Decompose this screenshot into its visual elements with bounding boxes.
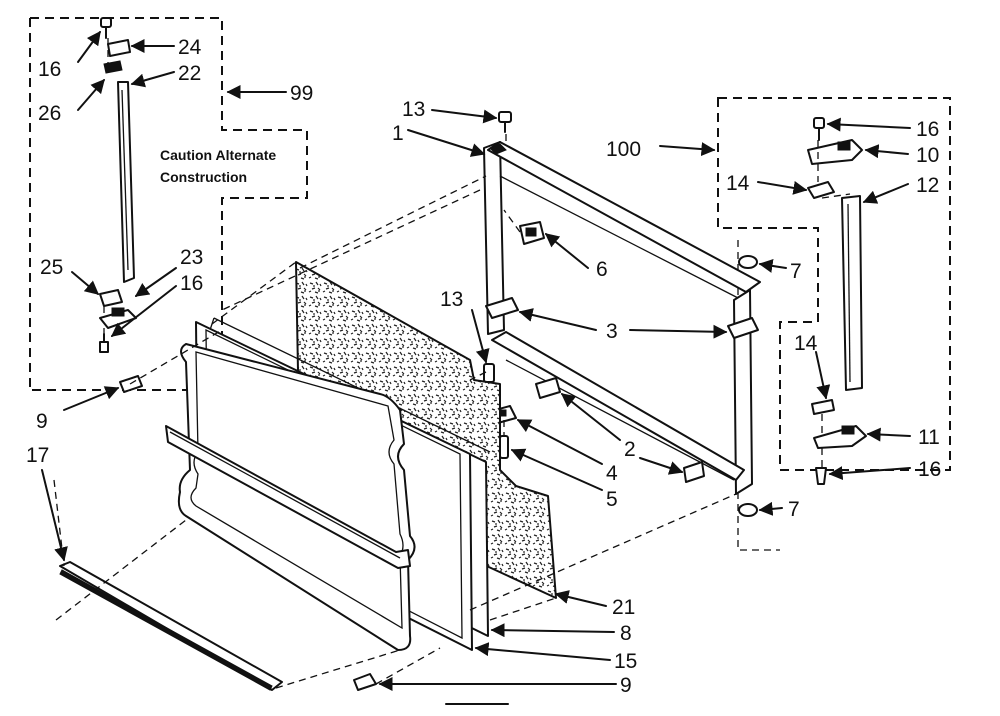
stop-2-upper xyxy=(535,377,561,399)
callout-14-top: 14 xyxy=(726,172,750,195)
callout-9-left: 9 xyxy=(36,410,48,433)
callout-9-bottom: 9 xyxy=(620,674,632,697)
callout-16-mid-left: 16 xyxy=(180,272,203,295)
shim-14-bottom xyxy=(811,399,835,415)
left-hinge-bar xyxy=(117,81,135,283)
plug-7-bottom xyxy=(738,503,758,517)
callout-22: 22 xyxy=(178,62,201,85)
screw-5 xyxy=(499,435,509,459)
callout-13-mid: 13 xyxy=(440,288,463,311)
callout-13-top: 13 xyxy=(402,98,425,121)
alignment-lines xyxy=(53,38,851,689)
callout-10: 10 xyxy=(916,144,939,167)
caution-note-line1: Caution Alternate xyxy=(160,147,276,163)
screw-16-top-left xyxy=(100,17,112,39)
alternate-construction-box xyxy=(29,17,308,391)
hinge-assembly-box xyxy=(717,97,951,551)
callout-16-top-left: 16 xyxy=(38,58,61,81)
spacer-26 xyxy=(103,60,123,74)
door-liner xyxy=(165,343,416,651)
screw-16-top-right xyxy=(813,117,825,141)
callout-12: 12 xyxy=(916,174,939,197)
callout-1: 1 xyxy=(392,122,404,145)
caution-note: Caution Alternate Construction xyxy=(160,147,276,185)
callout-7-top: 7 xyxy=(790,260,802,283)
callout-11: 11 xyxy=(918,426,940,449)
callout-16-bottom-right: 16 xyxy=(918,458,941,481)
callout-2: 2 xyxy=(624,438,636,461)
callout-23: 23 xyxy=(180,246,203,269)
callout-14-bottom: 14 xyxy=(794,332,818,355)
bottom-hinge-11 xyxy=(813,425,867,449)
callout-21: 21 xyxy=(612,596,635,619)
hinge-bar-12 xyxy=(841,195,863,391)
callout-5: 5 xyxy=(606,488,618,511)
callout-99: 99 xyxy=(290,82,313,105)
screw-16-bottom-right xyxy=(815,467,827,485)
bracket-3-left xyxy=(485,297,519,319)
screw-16-mid-left xyxy=(99,333,109,353)
bottom-trim-17 xyxy=(59,561,283,691)
leader-arrows xyxy=(41,30,911,691)
top-hinge-10 xyxy=(807,139,863,165)
callout-100: 100 xyxy=(606,138,641,161)
hinge-part-24 xyxy=(107,39,131,57)
callout-17: 17 xyxy=(26,444,49,467)
bracket-25 xyxy=(99,289,123,307)
callout-6: 6 xyxy=(596,258,608,281)
callout-7-bottom: 7 xyxy=(788,498,800,521)
caution-note-line2: Construction xyxy=(160,169,247,185)
stop-2-lower xyxy=(683,461,705,483)
cam-6 xyxy=(519,221,545,245)
door-frame-1 xyxy=(483,141,761,495)
callout-4: 4 xyxy=(606,462,618,485)
callout-3: 3 xyxy=(606,320,618,343)
callout-8: 8 xyxy=(620,622,632,645)
shim-14-top xyxy=(807,181,835,199)
screw-13-top xyxy=(498,111,512,133)
bracket-3-right xyxy=(727,317,759,339)
callout-25: 25 xyxy=(40,256,63,279)
callout-labels: 16 24 22 26 99 25 23 16 9 17 13 1 6 13 3… xyxy=(26,36,941,697)
callout-16-top-right: 16 xyxy=(916,118,939,141)
callout-15: 15 xyxy=(614,650,637,673)
hinge-bracket-23 xyxy=(99,307,137,329)
screw-13-mid xyxy=(483,363,495,383)
callout-26: 26 xyxy=(38,102,61,125)
plug-7-top xyxy=(738,255,758,269)
callout-24: 24 xyxy=(178,36,202,59)
screw-9-bottom xyxy=(353,673,377,691)
